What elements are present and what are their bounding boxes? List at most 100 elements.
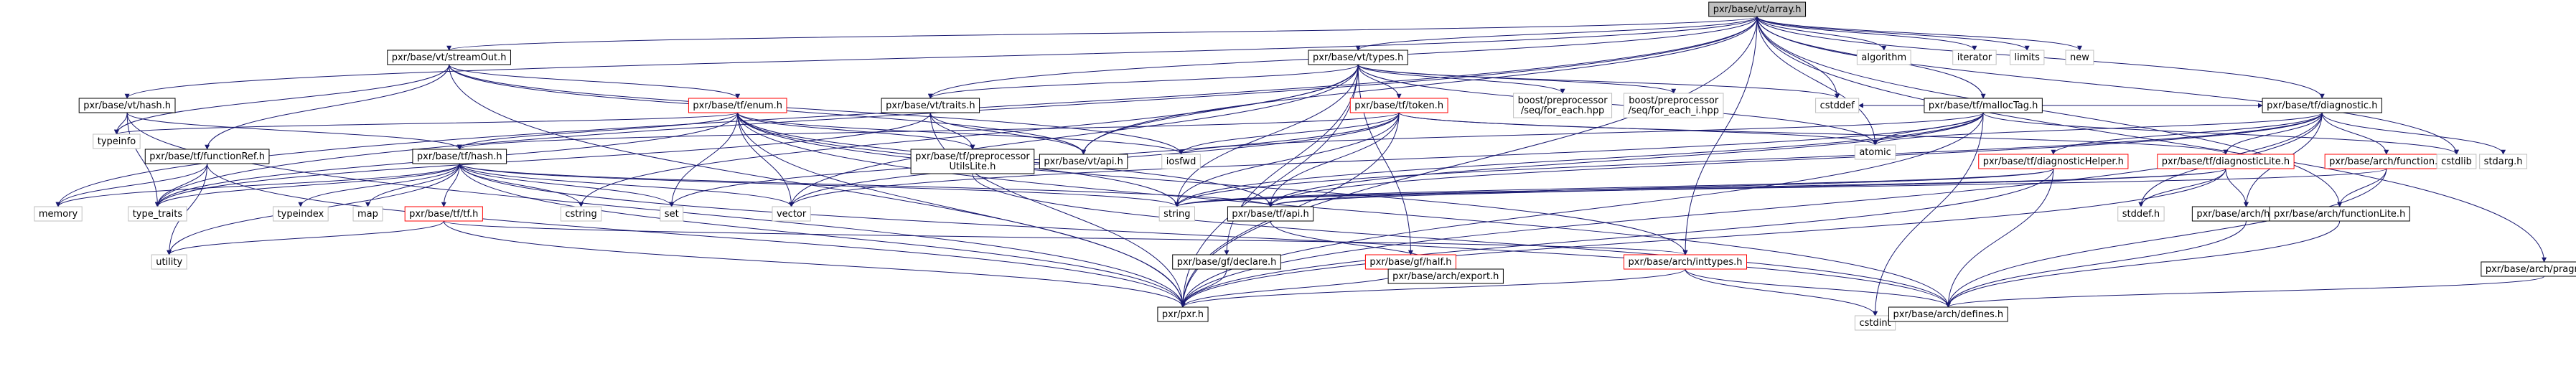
node-typeindex: typeindex — [273, 206, 329, 222]
node-typeinfo: typeinfo — [93, 133, 141, 149]
edge-tftoken-to-atomic — [1398, 112, 1878, 146]
node-diagHelper[interactable]: pxr/base/tf/diagnosticHelper.h — [1978, 154, 2129, 169]
edge — [2321, 112, 2389, 155]
edge-array-to-types — [1355, 16, 1758, 51]
node-box — [128, 206, 187, 222]
edge — [459, 163, 795, 207]
edge-array-to-vthash — [124, 16, 1758, 99]
node-box — [2262, 98, 2382, 113]
node-label: pxr/base/arch/defines.h — [1893, 309, 2003, 320]
node-tfapi[interactable]: pxr/base/tf/api.h — [1227, 206, 1314, 222]
node-export[interactable]: pxr/base/arch/export.h — [1387, 268, 1504, 284]
node-algorithm: algorithm — [1856, 50, 1911, 65]
node-box — [2065, 50, 2094, 65]
node-label: pxr/base/arch/export.h — [1392, 271, 1499, 282]
node-label: set — [665, 209, 679, 220]
node-label: iterator — [1957, 52, 1992, 63]
node-label: UtilsLite.h — [949, 161, 996, 172]
node-box — [1815, 98, 1860, 113]
edge — [1174, 112, 2323, 207]
node-inttypes[interactable]: pxr/base/arch/inttypes.h — [1624, 254, 1747, 270]
edge-tftf-to-inttypes — [443, 220, 1688, 255]
node-gfdeclare[interactable]: pxr/base/gf/declare.h — [1172, 254, 1281, 270]
node-box — [1227, 206, 1314, 222]
node-label: new — [2070, 52, 2089, 63]
edge-types-to-cstddef — [1357, 64, 1840, 99]
edge — [789, 64, 1359, 207]
edge-funcLite-to-defines — [1945, 220, 2341, 308]
node-types[interactable]: pxr/base/vt/types.h — [1308, 50, 1408, 65]
node-array[interactable]: pxr/base/vt/array.h — [1708, 1, 1807, 17]
edge — [2225, 168, 2249, 207]
node-label: pxr/base/gf/half.h — [1369, 257, 1451, 268]
node-box — [1854, 144, 1896, 160]
edge — [1174, 112, 1984, 207]
edge-archfunc-to-defines — [1945, 168, 2387, 308]
edge-funcRef-to-memory — [55, 163, 208, 207]
node-box — [1039, 154, 1128, 169]
node-label: pxr/base/gf/declare.h — [1177, 257, 1277, 268]
edge — [1180, 112, 1984, 308]
edge — [459, 163, 1951, 308]
edge-tfhash-to-set — [459, 163, 675, 207]
edge — [1268, 168, 2226, 207]
node-diagLite[interactable]: pxr/base/tf/diagnosticLite.h — [2157, 154, 2295, 169]
node-label: pxr/base/vt/array.h — [1713, 4, 1802, 15]
node-tftoken[interactable]: pxr/base/tf/token.h — [1349, 98, 1448, 113]
edge-vthash-to-type_traits — [126, 112, 160, 207]
edge — [441, 163, 460, 207]
edge-types-to-tftoken — [1357, 64, 1402, 99]
node-vtapi[interactable]: pxr/base/vt/api.h — [1039, 154, 1128, 169]
node-tfdiag[interactable]: pxr/base/tf/diagnostic.h — [2262, 98, 2382, 113]
edge — [449, 64, 741, 99]
node-label: stddef.h — [2122, 209, 2160, 220]
edge — [446, 16, 1758, 51]
node-label: pxr/base/arch/pragmas.h — [2486, 264, 2576, 275]
node-label: pxr/base/arch/functionLite.h — [2274, 209, 2405, 220]
edge-tfenum-to-pxr — [737, 112, 1186, 308]
node-defines[interactable]: pxr/base/arch/defines.h — [1888, 306, 2008, 322]
node-set: set — [660, 206, 684, 222]
node-label: limits — [2015, 52, 2041, 63]
node-box — [2157, 154, 2295, 169]
edge — [1357, 64, 1402, 99]
edge — [1946, 276, 2545, 308]
edge — [449, 64, 1184, 155]
node-funcLite[interactable]: pxr/base/arch/functionLite.h — [2269, 206, 2410, 222]
node-vthash[interactable]: pxr/base/vt/hash.h — [78, 98, 176, 113]
edge — [1945, 220, 2247, 308]
edge — [1945, 168, 2054, 308]
node-tfenum[interactable]: pxr/base/tf/enum.h — [688, 98, 787, 113]
node-label: cstring — [565, 209, 596, 220]
node-box — [387, 50, 511, 65]
node-archfunc[interactable]: pxr/base/arch/function.h — [2324, 154, 2448, 169]
edge — [737, 112, 975, 150]
node-gfhalf[interactable]: pxr/base/gf/half.h — [1364, 254, 1456, 270]
edge-funcRef-to-utility — [167, 163, 208, 255]
node-funcRef[interactable]: pxr/base/tf/functionRef.h — [144, 149, 270, 164]
edge-funcRef-to-pxr — [207, 163, 1186, 308]
node-vttraits[interactable]: pxr/base/vt/traits.h — [881, 98, 980, 113]
node-streamOut[interactable]: pxr/base/vt/streamOut.h — [387, 50, 511, 65]
edge-streamOut-to-funcRef — [205, 64, 450, 150]
edge-mallocTag-to-pxr — [1180, 112, 1984, 308]
node-tfhash[interactable]: pxr/base/tf/hash.h — [412, 149, 507, 164]
node-atomic: atomic — [1854, 144, 1896, 160]
node-box — [660, 206, 684, 222]
node-mallocTag[interactable]: pxr/base/tf/mallocTag.h — [1924, 98, 2043, 113]
node-box — [1349, 98, 1448, 113]
edge-tfhash-to-tfapi — [459, 163, 1273, 207]
edge — [2337, 168, 2387, 207]
node-tftf[interactable]: pxr/base/tf/tf.h — [404, 206, 483, 222]
nodes-layer: pxr/base/vt/array.h pxr/base/vt/streamOut… — [34, 1, 2576, 331]
edge-tfdiag-to-diagLite — [2223, 112, 2323, 155]
node-pxr[interactable]: pxr/pxr.h — [1157, 306, 1209, 322]
node-box — [1513, 93, 1613, 118]
edge-tfdiag-to-archfunc — [2321, 112, 2389, 155]
node-box — [910, 149, 1035, 174]
node-label: cstdlib — [2441, 156, 2472, 167]
edge — [167, 163, 208, 255]
edge-tfdiag-to-tfapi — [1268, 112, 2323, 207]
node-pragmas[interactable]: pxr/base/arch/pragmas.h — [2481, 261, 2576, 277]
